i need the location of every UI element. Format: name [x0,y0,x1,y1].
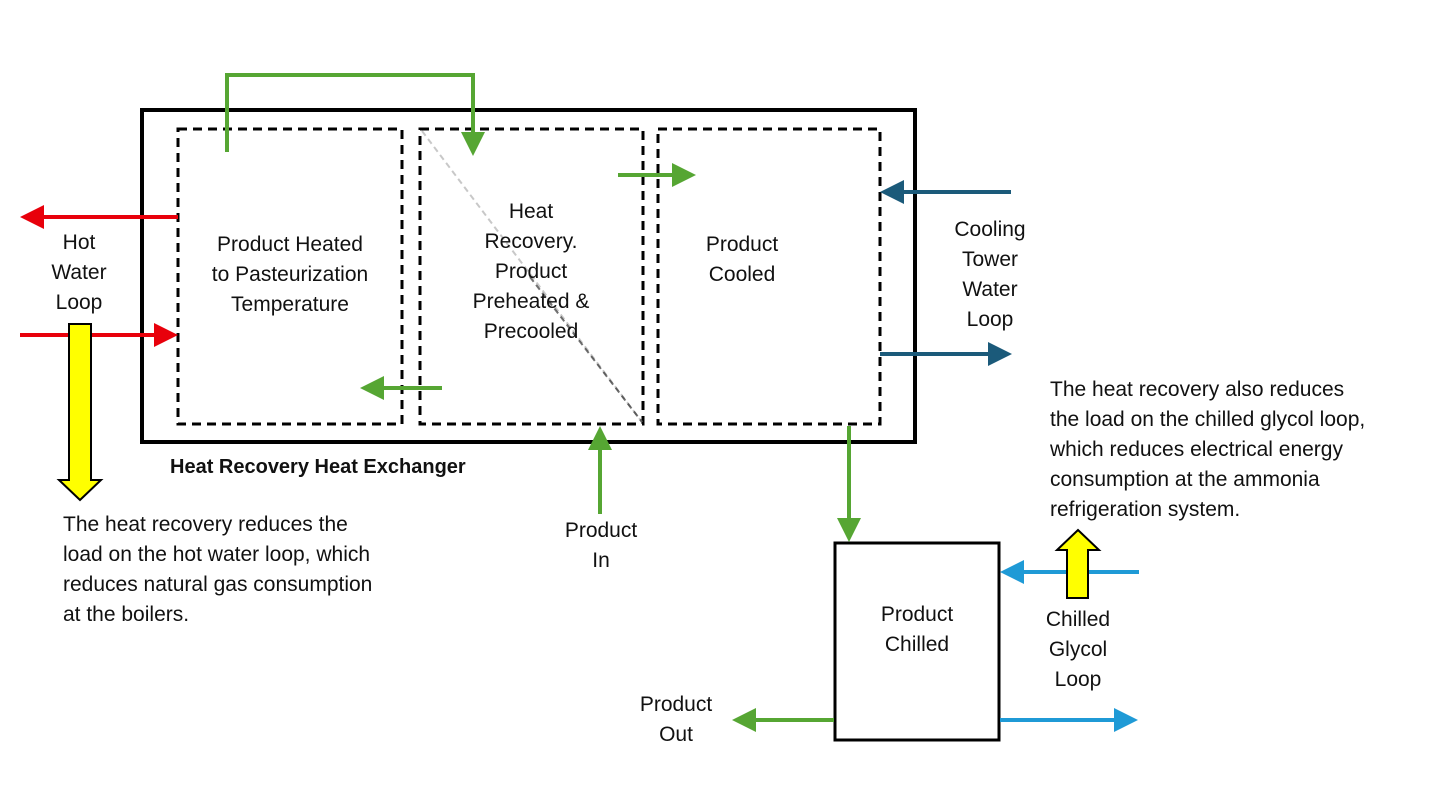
chiller-label: Product Chilled [880,603,954,656]
heat-exchanger-title: Heat Recovery Heat Exchanger [170,456,466,478]
cooler-section [656,127,882,426]
heater-section [176,127,404,426]
heater-section-label: Product Heated to Pasteurization Tempera… [211,233,369,316]
recovery-divider-dark [529,276,643,423]
cooling-tower-loop-label: Cooling Tower Water Loop [954,218,1026,331]
glycol-savings-note: The heat recovery also reduces the load … [1050,378,1366,521]
product-out-label: Product Out [639,693,713,746]
product-in-label: Product In [564,519,638,572]
hot-water-savings-note: The heat recovery reduces the load on th… [63,513,373,626]
heat-exchanger-box [140,108,917,444]
recovery-section [418,127,645,426]
glycol-savings-arrow [1054,528,1102,599]
hot-water-savings-arrow [56,323,104,502]
product-loop-arrow [225,73,485,156]
chiller-box [833,541,1001,742]
hot-water-loop-label: Hot Water Loop [51,231,107,314]
chilled-glycol-loop-label: Chilled Glycol Loop [1045,608,1111,691]
cooler-section-label: Product Cooled [705,233,779,286]
recovery-section-label: Heat Recovery. Product Preheated & Preco… [472,200,590,343]
